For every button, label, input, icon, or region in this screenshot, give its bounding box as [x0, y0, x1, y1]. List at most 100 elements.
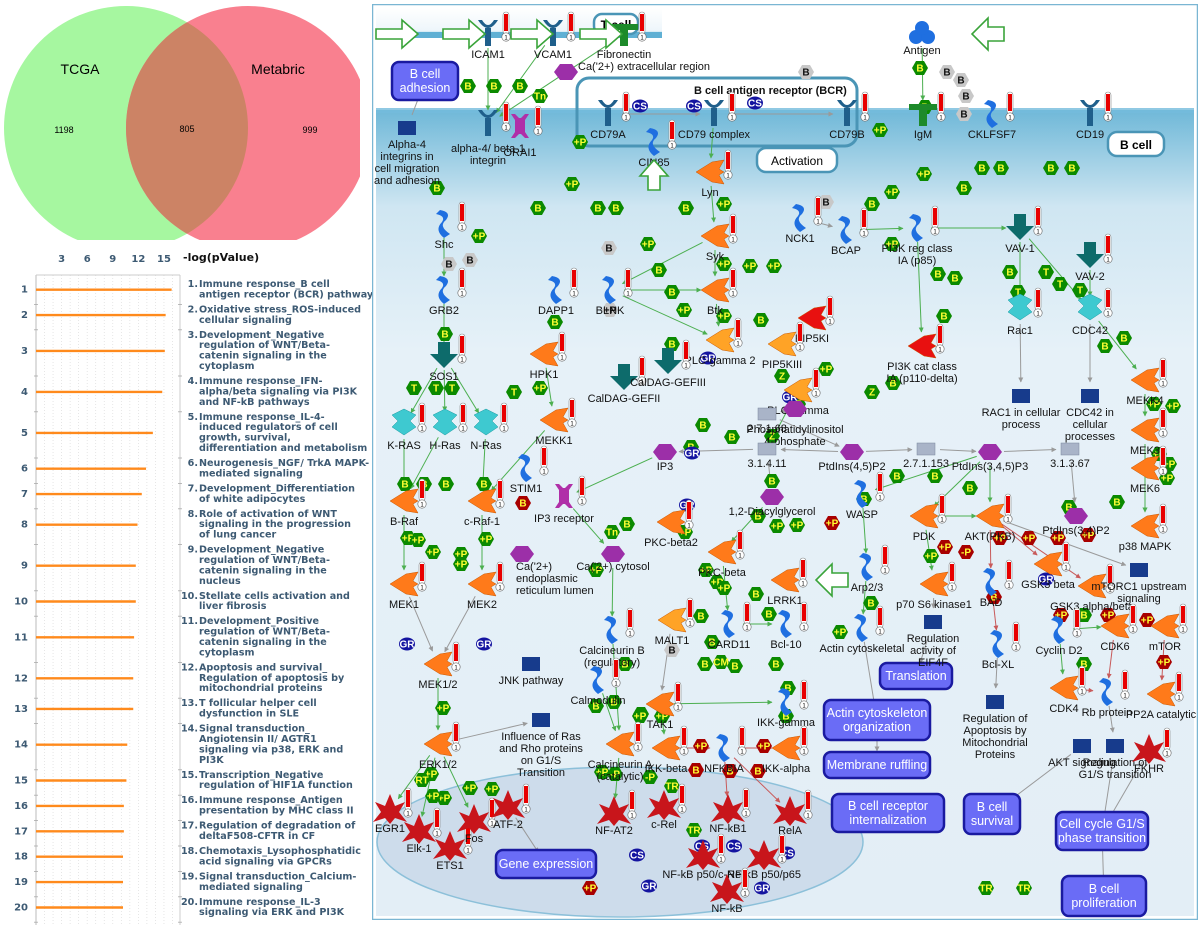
- node-nfkb[interactable]: 1NF-kB: [710, 867, 750, 915]
- node-nfat2[interactable]: 1NF-AT2: [595, 789, 637, 837]
- node-hras[interactable]: 1H-Ras: [429, 402, 468, 452]
- node-e31367[interactable]: 3.1.3.67: [1050, 442, 1090, 470]
- node-ptdins34[interactable]: PtdIns(3,4)P2: [1042, 508, 1110, 537]
- process-geneexp[interactable]: Gene expression: [494, 848, 598, 880]
- node-aktsig[interactable]: AKT signaling: [1048, 739, 1116, 769]
- node-ip3[interactable]: IP3: [653, 444, 677, 473]
- node-ca_extra[interactable]: Ca('2+) extracellular region: [554, 61, 710, 80]
- node-kras[interactable]: 1K-RAS: [387, 402, 427, 452]
- node-rb[interactable]: 1Rb protein: [1082, 669, 1133, 719]
- node-braf[interactable]: 1B-Raf: [389, 478, 427, 528]
- node-dag[interactable]: 1,2-Diacylglycerol: [729, 489, 816, 518]
- node-crel[interactable]: 1c-Rel: [647, 783, 687, 831]
- node-e27168[interactable]: 2.7.1.68: [747, 407, 787, 435]
- node-ca_cyt[interactable]: Ca('2+) cytosol: [576, 546, 650, 573]
- node-nfkbp50crel[interactable]: 1NF-kB p50/c-Rel: [662, 833, 744, 881]
- process-translation[interactable]: Translation: [878, 661, 954, 691]
- node-ptdins345[interactable]: PtdIns(3,4,5)P3: [952, 444, 1028, 473]
- node-jnk[interactable]: JNK pathway: [499, 657, 564, 687]
- process-membruff[interactable]: Membrane ruffling: [822, 750, 932, 780]
- node-nras[interactable]: 1N-Ras: [470, 402, 509, 452]
- node-nfkb1[interactable]: 1NF-kB1: [709, 787, 751, 835]
- node-antigen[interactable]: Antigen: [903, 21, 941, 57]
